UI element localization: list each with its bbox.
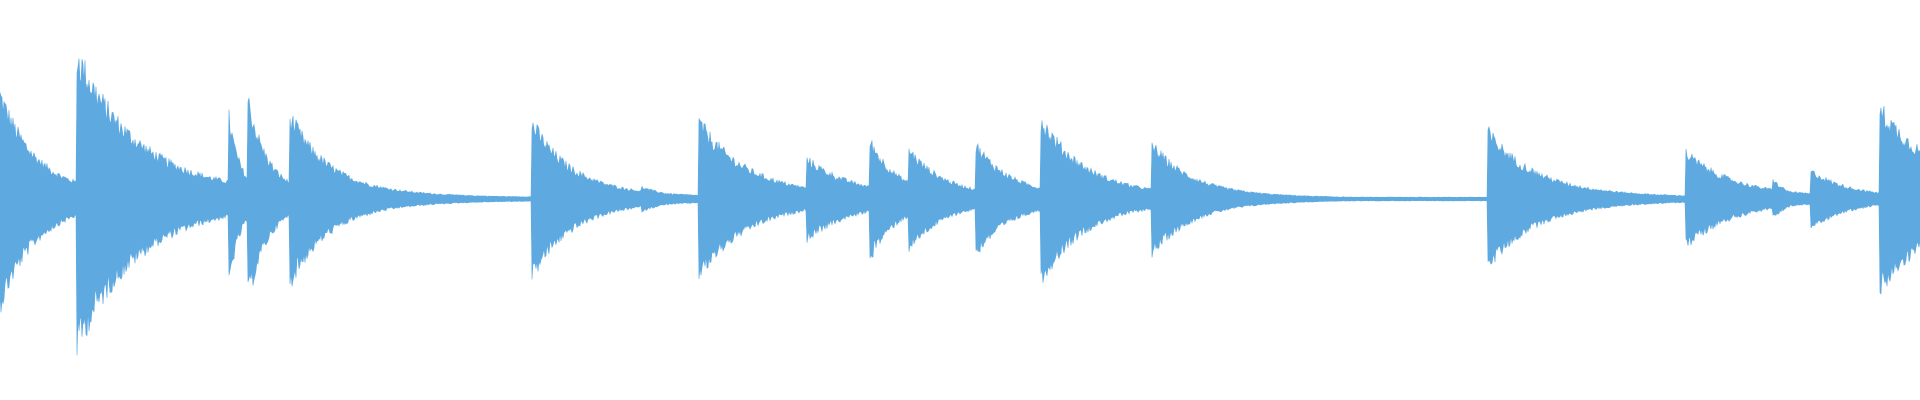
waveform-signal [0, 58, 1920, 356]
